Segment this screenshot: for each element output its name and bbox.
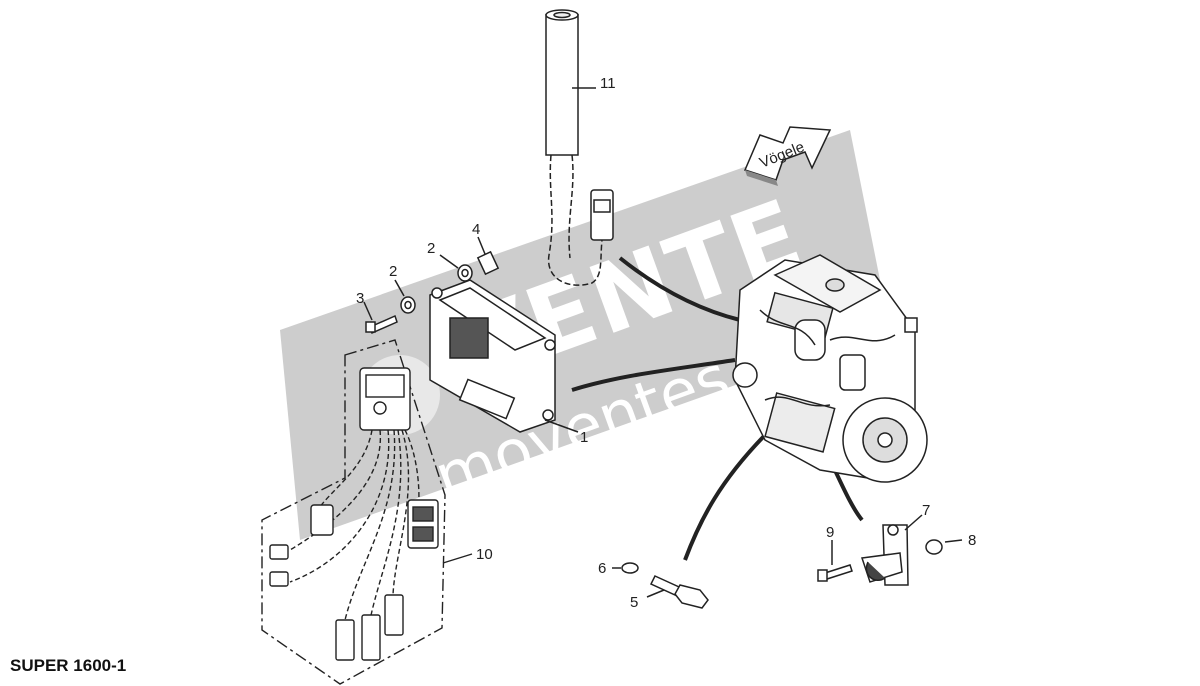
leader-10: [442, 553, 473, 564]
part-9-bolt-head: [817, 569, 828, 582]
leader-1: [544, 419, 579, 433]
part-10-wiring-harness: [261, 339, 473, 685]
crank-sensor-tip: [865, 561, 886, 582]
engine-oil-cap: [825, 278, 845, 292]
sensor-cable-a: [547, 154, 603, 286]
sensor-tube-bore: [553, 11, 571, 19]
ecu-connector-port: [449, 317, 489, 359]
direction-arrow-shadow: [745, 170, 778, 186]
engine-flywheel-center: [877, 432, 893, 448]
temp-sensor-hex: [674, 584, 709, 609]
harness-plug-3: [269, 571, 289, 587]
harness-plug-4: [335, 619, 355, 661]
watermark-band: [280, 130, 890, 540]
harness-main-connector-face: [365, 374, 405, 398]
diagram-title: SUPER 1600-1: [10, 656, 127, 675]
part-2-washer-b-hole: [404, 300, 412, 310]
engine-turbo: [794, 319, 826, 361]
part-1-ecu: [429, 279, 579, 433]
part-8-seal-ring: [925, 539, 943, 555]
harness-cable-3: [289, 429, 390, 583]
ecu-mount-hole-2: [544, 339, 556, 351]
harness-group-outline: [261, 339, 446, 685]
harness-relay-slot-1: [412, 506, 434, 522]
callout-5: 5: [630, 594, 638, 611]
sensor-cable-b: [568, 154, 574, 259]
harness-cable-2: [289, 429, 381, 551]
engine-oil-pan: [764, 392, 836, 453]
fasteners: [363, 236, 500, 335]
sensor-tube-body: [545, 14, 579, 156]
callout-2b: 2: [389, 263, 397, 280]
callout-10: 10: [476, 546, 493, 563]
leader-2b: [394, 279, 405, 297]
ecu-label-plate: [458, 378, 516, 420]
harness-cable-5: [369, 429, 402, 621]
ecu-top-face: [438, 287, 547, 351]
leader-3: [363, 301, 373, 321]
leader-2a: [439, 254, 459, 269]
leader-5: [646, 589, 665, 598]
connector-line-sensor-to-engine: [618, 256, 741, 322]
harness-relay-slot-2: [412, 526, 434, 542]
callout-11: 11: [600, 75, 616, 92]
callout-2a: 2: [427, 240, 435, 257]
part-4-spacer: [476, 250, 500, 276]
sensor-connector-latch: [593, 199, 611, 213]
harness-cable-1: [317, 429, 373, 511]
harness-cable-7: [404, 429, 420, 511]
direction-arrow-shape: [743, 126, 832, 181]
engine-mount-bracket: [904, 317, 918, 333]
callout-7: 7: [922, 502, 930, 519]
crank-sensor-bolt-hole: [887, 524, 899, 536]
harness-cable-4: [344, 429, 396, 621]
part-2-washer-a-hole: [461, 268, 469, 278]
ecu-mount-hole-3: [542, 409, 554, 421]
connector-line-ecu-to-engine: [571, 358, 736, 392]
leader-7: [904, 514, 923, 531]
callout-8: 8: [968, 532, 976, 549]
harness-plug-1: [310, 504, 334, 536]
part-11-sensor-tube: [545, 9, 614, 286]
harness-plug-2: [269, 544, 289, 560]
connector-line-temp-sensor: [683, 428, 772, 561]
engine-filter: [839, 354, 866, 391]
part-9-bolt: [824, 564, 853, 580]
callout-4: 4: [472, 221, 480, 238]
harness-main-connector-knob: [373, 401, 387, 415]
part-3-bolt-head: [365, 321, 376, 333]
part-6-seal-ring: [621, 562, 639, 574]
sensor-connector: [590, 189, 614, 241]
engine-detail-hoses: [759, 309, 896, 407]
callout-6: 6: [598, 560, 606, 577]
callout-1: 1: [580, 429, 588, 446]
engine-pulley: [732, 362, 758, 388]
leader-8: [944, 539, 963, 543]
ecu-mount-hole-1: [431, 287, 443, 299]
part-5-temp-sensor: [612, 562, 709, 609]
leader-4: [477, 236, 486, 255]
callout-numbers: 1 2 2 3 4 5 6 7 8 9 10 11: [356, 75, 976, 611]
callout-9: 9: [826, 524, 834, 541]
engine-block: [732, 254, 928, 483]
harness-plug-5: [361, 614, 381, 661]
part-7-crank-sensor: [817, 514, 963, 586]
harness-cable-6: [392, 429, 410, 596]
harness-plug-6: [384, 594, 404, 636]
callout-3: 3: [356, 290, 364, 307]
